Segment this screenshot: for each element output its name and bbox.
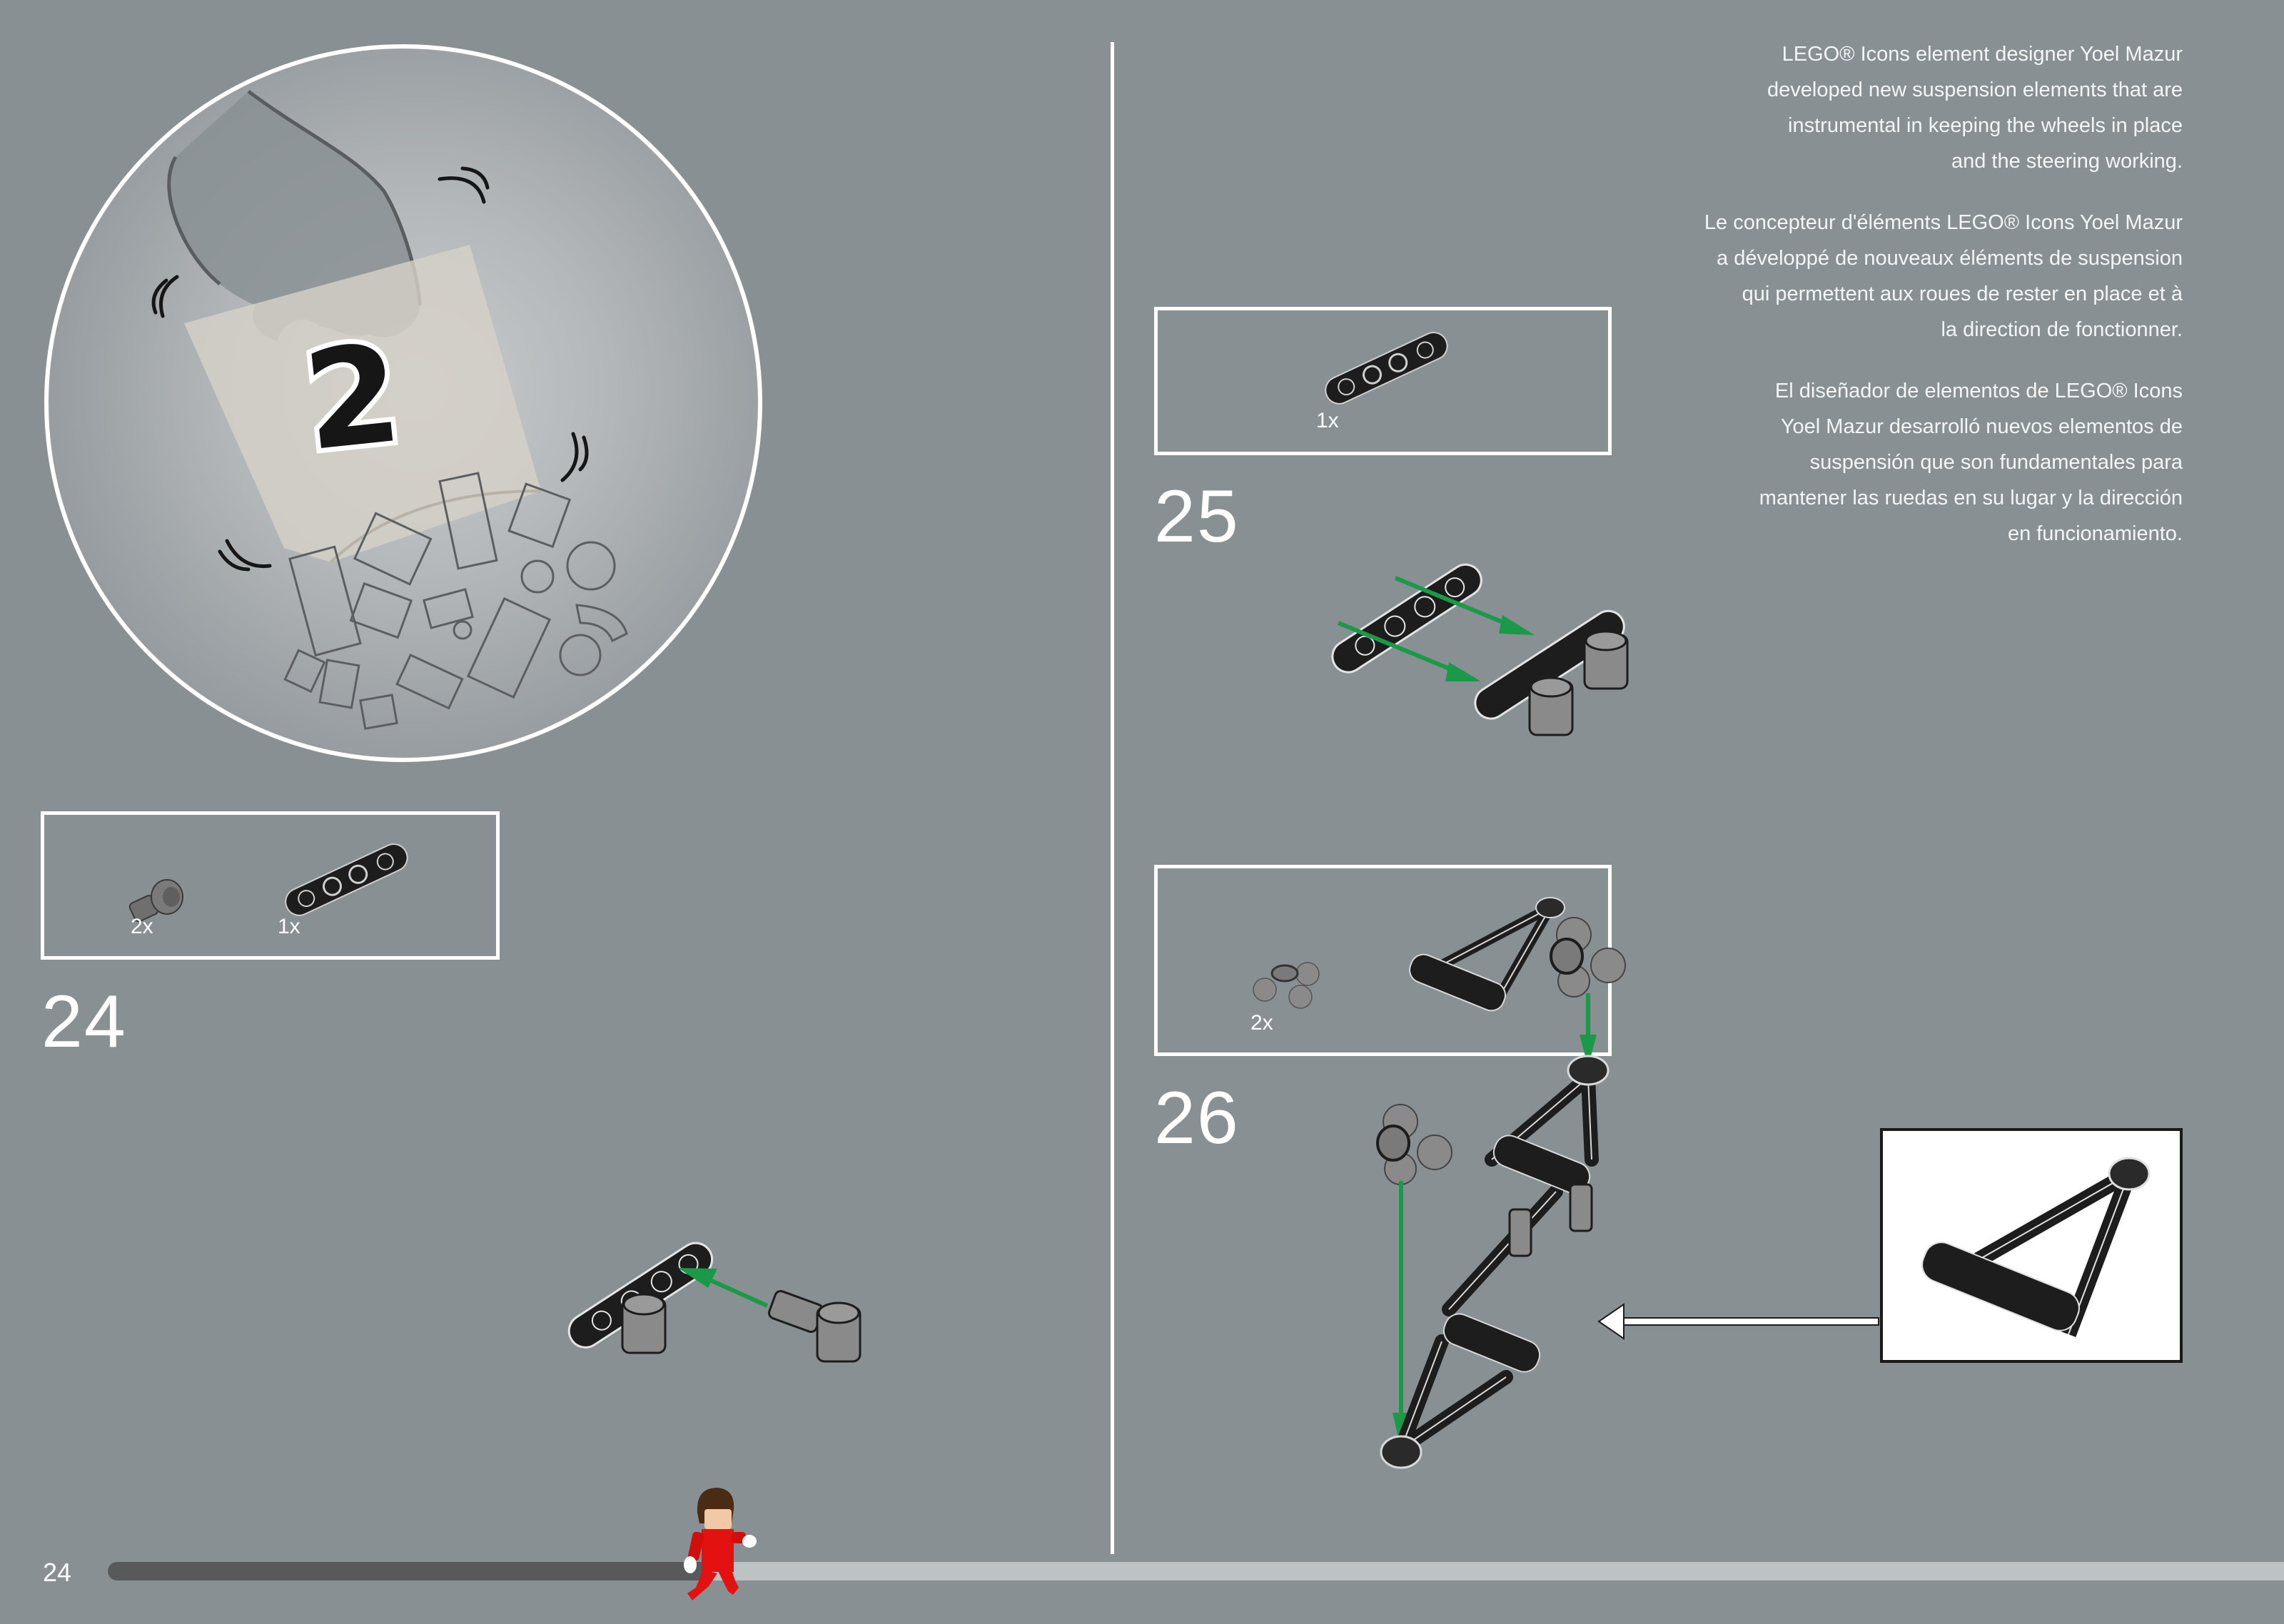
step-24-assembly-diagram (567, 1242, 861, 1363)
part-qty: 1x (278, 915, 300, 938)
bricks-icon (283, 472, 628, 730)
page-number: 24 (43, 1558, 72, 1587)
technic-beam-4-icon (1325, 332, 1448, 405)
step-25-parts-callout: 1x (1154, 307, 1612, 455)
step-26-parts-callout: 2x (1154, 865, 1612, 1056)
info-fr-line: qui permettent aux roues de rester en pl… (1742, 283, 2183, 305)
info-es-line: mantener las ruedas en su lugar y la dir… (1759, 487, 2183, 509)
progress-bar-fill (108, 1562, 703, 1580)
ball-joint-connector-icon (1376, 1104, 1452, 1185)
info-es-line: suspensión que son fundamentales para (1809, 451, 2183, 474)
info-es-line: Yoel Mazur desarrolló nuevos elementos d… (1780, 415, 2183, 438)
step-26-assembly-diagram (1376, 917, 1879, 1469)
info-es-line: en funcionamiento. (2007, 522, 2183, 545)
callout-arrow (1621, 1317, 1879, 1326)
part-qty: 2x (1250, 1011, 1273, 1035)
arrow-green (1337, 621, 1465, 676)
suspension-wishbone-icon (1409, 897, 1565, 1012)
step-25-assembly-diagram (1331, 563, 1629, 736)
page-divider (1111, 42, 1114, 1554)
bag-number: 2 (298, 315, 408, 482)
step-number: 26 (1154, 1077, 1240, 1159)
part-qty: 1x (1316, 409, 1339, 432)
info-fr-line: Le concepteur d'éléments LEGO® Icons Yoe… (1704, 211, 2183, 234)
shake-marks-icon (151, 166, 589, 572)
bag-icon (184, 245, 541, 562)
arrow-green (1394, 576, 1518, 630)
info-fr-line: la direction de fonctionner. (1941, 318, 2183, 341)
part-qty: 2x (131, 915, 153, 938)
designer-info-text: LEGO® Icons element designer Yoel Mazur … (1540, 36, 2183, 552)
bag-callout-circle: 2 (44, 44, 762, 762)
info-fr-line: a développé de nouveaux éléments de susp… (1717, 247, 2183, 270)
suspension-wishbone-icon (1921, 1157, 2151, 1337)
bag-illustration: 2 (151, 89, 628, 730)
step-24-parts-callout: 2x 1x (41, 811, 500, 960)
info-en-line: LEGO® Icons element designer Yoel Mazur (1782, 43, 2183, 66)
ball-joint-connector-icon (1253, 962, 1320, 1009)
ball-joint-connector-icon (1550, 917, 1626, 998)
technic-beam-4-icon (285, 843, 408, 916)
step-26-detail-inset (1880, 1128, 2183, 1363)
minifigure-progress-icon (684, 1488, 757, 1600)
info-en-line: developed new suspension elements that a… (1767, 78, 2183, 101)
step-number: 25 (1154, 475, 1240, 558)
info-es-line: El diseñador de elementos de LEGO® Icons (1774, 380, 2183, 402)
info-en-line: and the steering working. (1951, 150, 2183, 173)
technic-pin-with-bush-icon (128, 879, 183, 923)
info-en-line: instrumental in keeping the wheels in pl… (1788, 114, 2183, 137)
step-number: 24 (41, 980, 127, 1063)
